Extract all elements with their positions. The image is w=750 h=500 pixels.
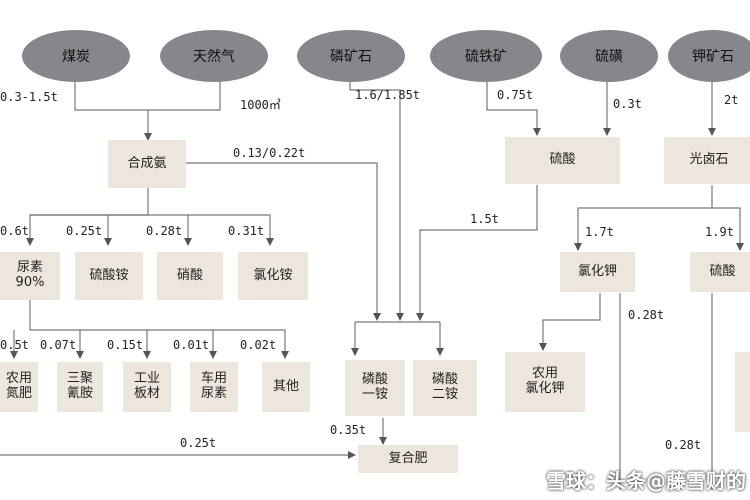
pyrite-source: 硫铁矿 <box>430 30 542 82</box>
agricultural-nitrogen-box: 农用氮肥 <box>0 362 38 412</box>
right-edge-partial-box <box>735 352 750 432</box>
gas-quantity-label: 1000㎥ <box>240 98 281 112</box>
urea-quantity-label: 0.6t <box>0 224 29 238</box>
ammonium-chloride-box: 氯化铵 <box>238 252 308 300</box>
right-edge-box: 硫酸 <box>690 252 750 292</box>
nitric-acid-quantity-label: 0.28t <box>146 224 183 238</box>
kcl-to-compound-label: 0.28t <box>628 308 665 322</box>
right-to-compound-label: 0.28t <box>665 438 702 452</box>
watermark: 雪球：头条@藤雪财的 <box>546 469 746 493</box>
compound-fertilizer-box: 复合肥 <box>358 445 458 473</box>
other-quantity-label: 0.02t <box>240 338 277 352</box>
ammonium-sulfate-box: 硫酸铵 <box>75 252 143 300</box>
right-branch-quantity-label: 1.9t <box>705 225 734 239</box>
melamine-box: 三聚氰胺 <box>57 362 103 412</box>
phosphate-to-compound-label: 0.35t <box>330 423 367 437</box>
industrial-board-box: 工业板材 <box>123 362 171 412</box>
kcl-quantity-label: 1.7t <box>585 225 614 239</box>
pyrite-quantity-label: 0.75t <box>497 88 534 102</box>
ammonium-chloride-quantity-label: 0.31t <box>228 224 265 238</box>
potash-quantity-label: 2t <box>724 93 739 107</box>
sulfur-quantity-label: 0.3t <box>613 97 642 111</box>
sulfur-source: 硫磺 <box>560 30 658 82</box>
urea-to-compound-label: 0.25t <box>180 436 217 450</box>
ammonia-to-phosphate-label: 0.13/0.22t <box>233 146 306 160</box>
monoammonium-phosphate-box: 磷酸一铵 <box>345 360 405 416</box>
carnallite-box: 光卤石 <box>664 137 750 184</box>
diammonium-phosphate-box: 磷酸二铵 <box>413 360 477 416</box>
sulfuric-acid-box: 硫酸 <box>505 137 620 184</box>
agricultural-kcl-box: 农用氯化钾 <box>505 352 585 412</box>
phosphate-quantity-label: 1.6/1.85t <box>355 88 421 102</box>
other-box: 其他 <box>262 362 310 412</box>
potash-ore-source: 钾矿石 <box>668 30 750 82</box>
vehicle-urea-quantity-label: 0.01t <box>173 338 210 352</box>
acid-to-phosphate-label: 1.5t <box>470 212 499 226</box>
vehicle-urea-box: 车用尿素 <box>190 362 238 412</box>
natural-gas-source: 天然气 <box>160 30 268 82</box>
ammonium-sulfate-quantity-label: 0.25t <box>66 224 103 238</box>
coal-source: 煤炭 <box>22 30 130 82</box>
melamine-quantity-label: 0.07t <box>40 338 77 352</box>
agri-nitrogen-quantity-label: 0.5t <box>0 338 29 352</box>
board-quantity-label: 0.15t <box>107 338 144 352</box>
coal-quantity-label: 0.3-1.5t <box>0 90 58 104</box>
phosphate-rock-source: 磷矿石 <box>297 30 405 82</box>
ammonia-box: 合成氨 <box>108 140 186 188</box>
nitric-acid-box: 硝酸 <box>157 252 223 300</box>
potassium-chloride-box: 氯化钾 <box>560 252 635 292</box>
